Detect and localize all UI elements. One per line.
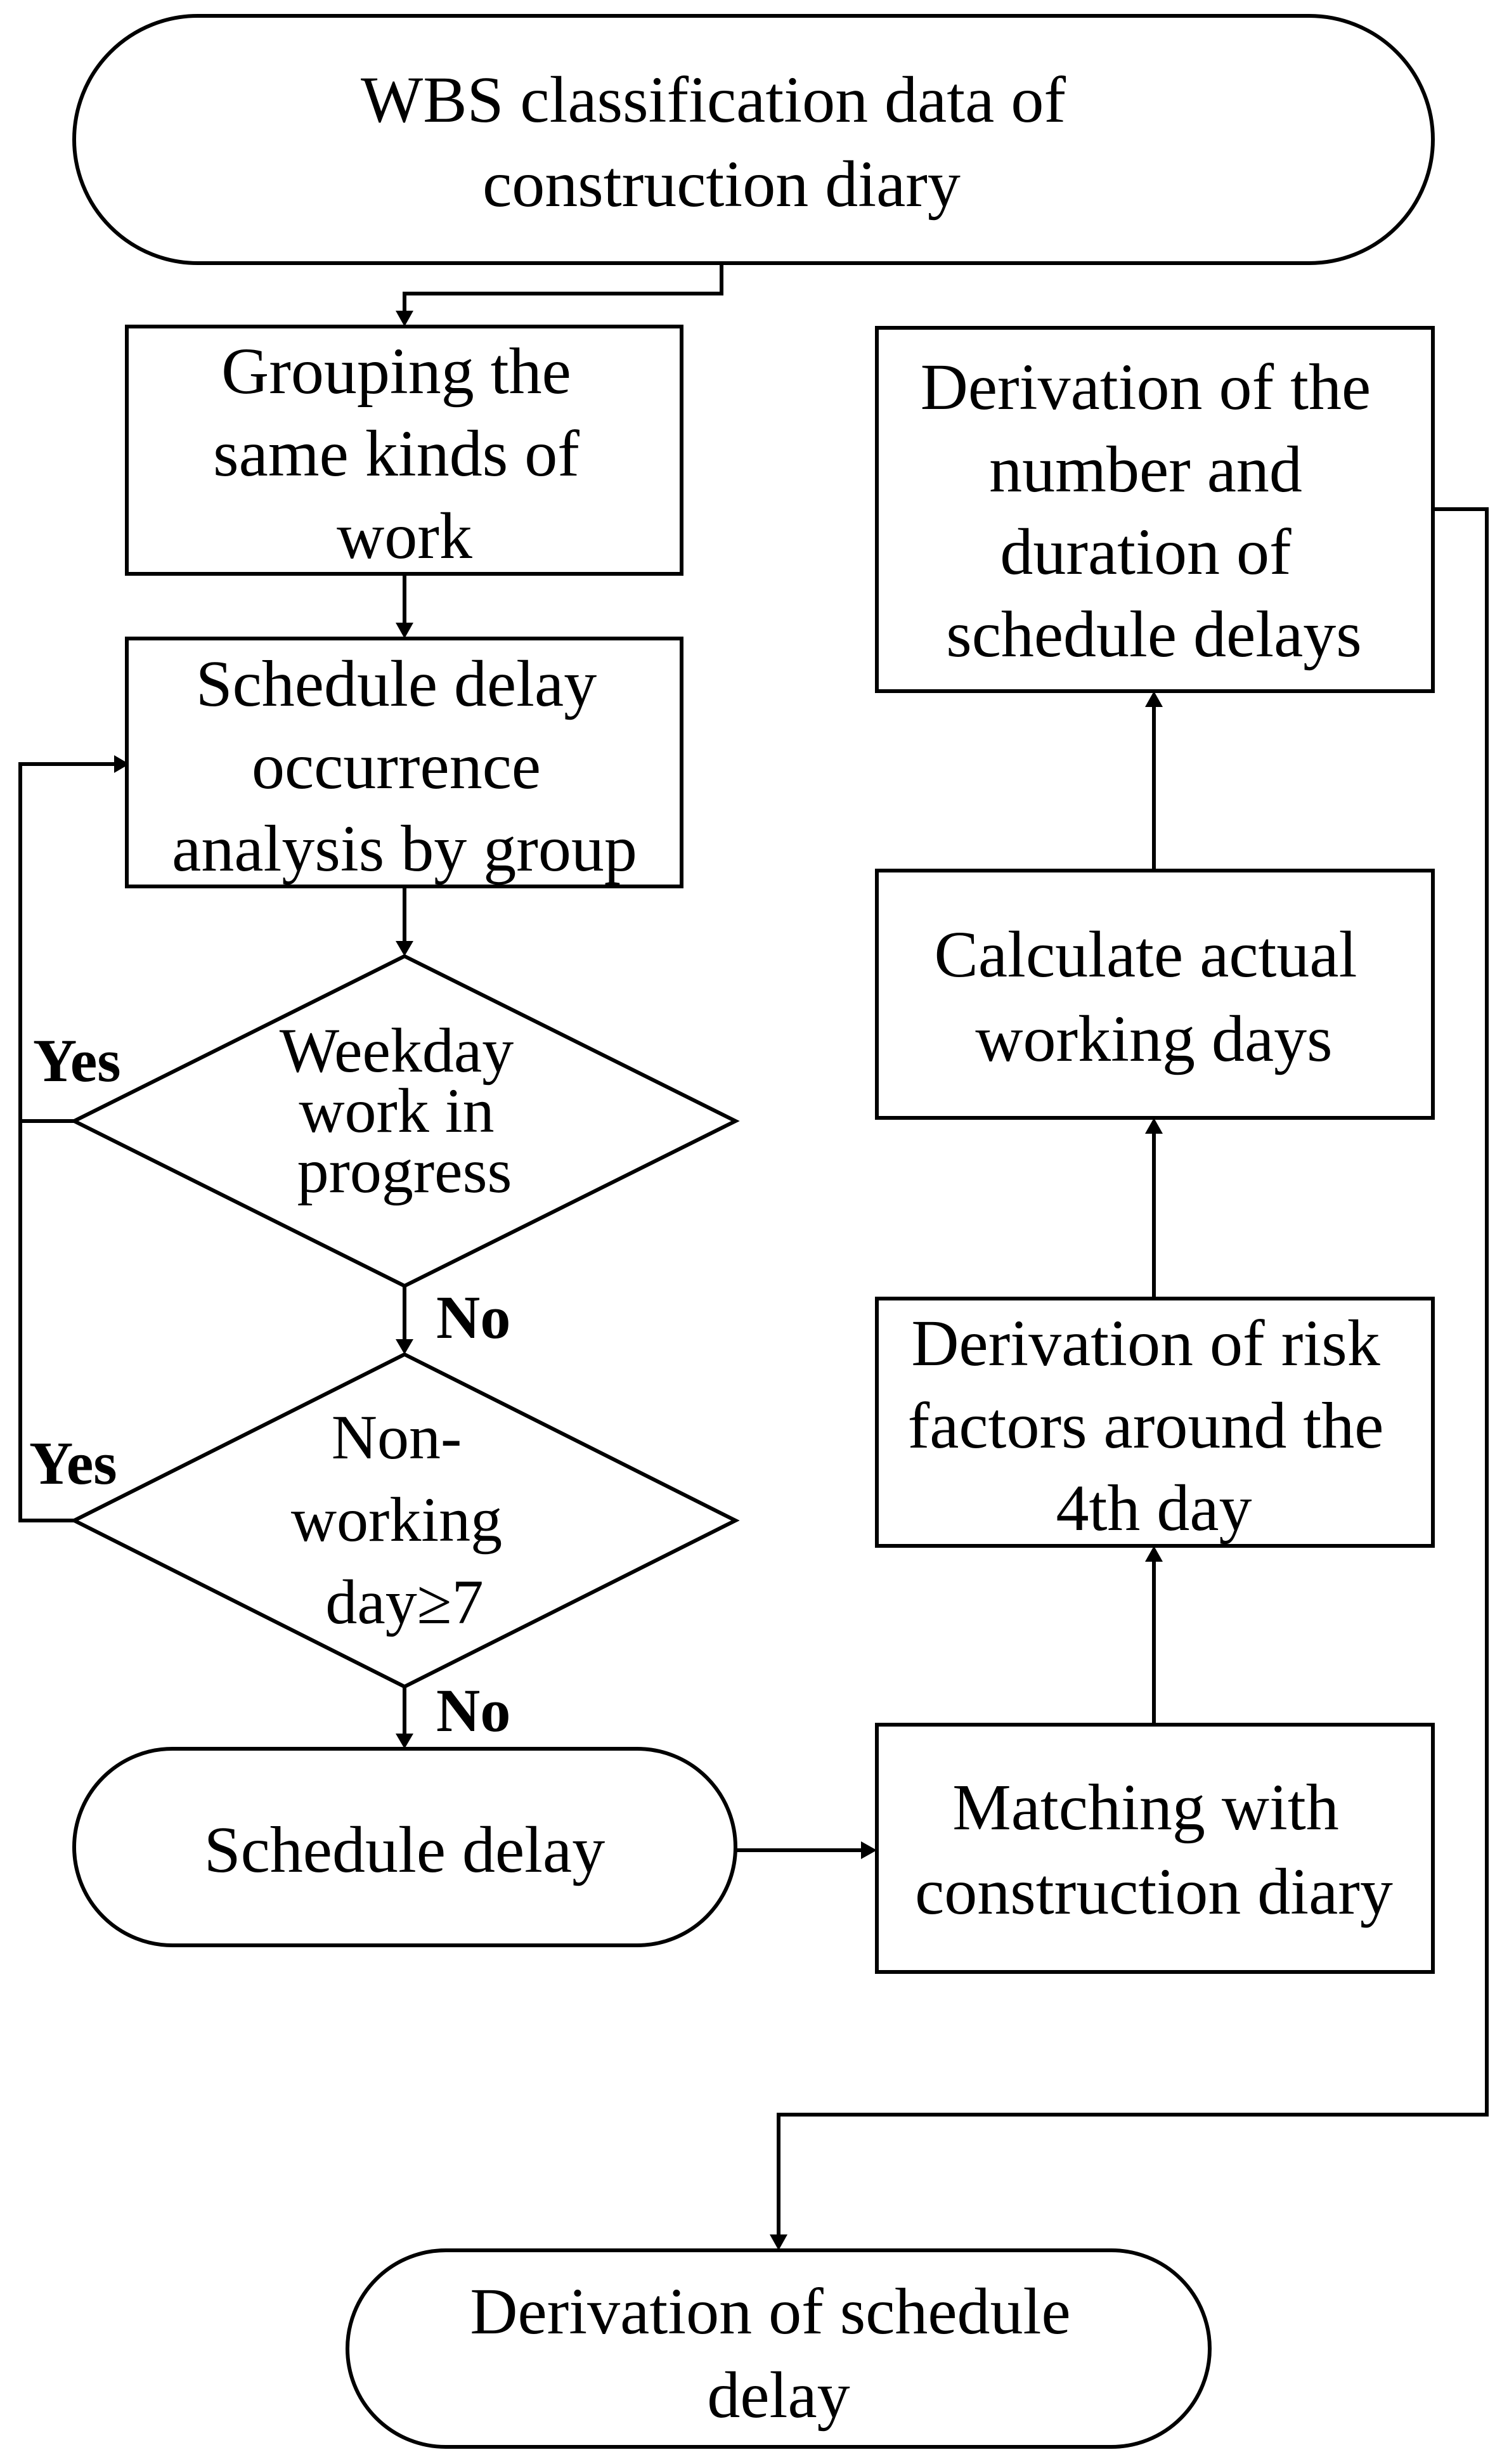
node-label: Weekday work in progress: [280, 1015, 530, 1206]
decision-diamond: [70, 954, 740, 1288]
node-label: Derivation of risk factors around the 4t…: [908, 1307, 1401, 1545]
terminal-shape: [346, 2248, 1212, 2449]
node-label-line: construction diary: [482, 148, 961, 221]
weekday-yes-label: Yes: [33, 1027, 121, 1094]
node-label: Derivation of the number and duration of…: [921, 351, 1387, 671]
process-box: [875, 1723, 1435, 1974]
node-label-line: factors around the: [908, 1389, 1384, 1462]
arrowhead: [770, 2234, 787, 2250]
node-label-line: working days: [975, 1002, 1332, 1075]
arrowhead: [396, 1339, 413, 1354]
terminal-shape: [72, 14, 1435, 265]
node-label-line: 4th day: [1056, 1472, 1252, 1545]
node-label: Non- working day≥7: [291, 1402, 518, 1637]
node-risk: Derivation of risk factors around the 4t…: [875, 1297, 1435, 1548]
node-analysis: Schedule delay occurrence analysis by gr…: [125, 637, 683, 888]
arrowhead: [396, 623, 413, 639]
node-nonworking-decision: Non- working day≥7: [70, 1352, 740, 1689]
node-calc: Calculate actual working days: [875, 869, 1435, 1120]
node-label: Calculate actual working days: [935, 918, 1374, 1075]
node-label-line: construction diary: [915, 1855, 1393, 1928]
arrowhead: [861, 1841, 877, 1859]
decision-diamond: [70, 1352, 740, 1689]
node-label-line: analysis by group: [172, 812, 637, 885]
node-label-line: delay: [707, 2359, 850, 2432]
edge-start-to-grouping: [403, 263, 723, 316]
node-label-line: Derivation of the: [921, 351, 1371, 424]
process-box: [125, 637, 683, 888]
arrowhead: [1145, 691, 1163, 707]
arrowhead: [1145, 1546, 1163, 1562]
edge-weekday-yes: [18, 762, 119, 1123]
node-label-line: Derivation of risk: [911, 1307, 1380, 1380]
node-label-line: duration of: [1000, 515, 1292, 588]
process-box: [875, 1297, 1435, 1548]
arrowhead: [396, 1734, 413, 1749]
arrowhead: [396, 311, 413, 327]
edge-nonworking-yes: [18, 1121, 74, 1522]
node-label: WBS classification data of construction …: [361, 63, 1082, 221]
node-label-line: WBS classification data of: [361, 63, 1066, 136]
node-schedule-delay: Schedule delay: [72, 1747, 737, 1947]
node-label-line: Matching with: [952, 1771, 1338, 1844]
node-label-line: number and: [989, 433, 1302, 506]
process-box: [875, 326, 1435, 693]
node-label-line: Weekday: [280, 1015, 514, 1086]
arrowhead: [114, 755, 129, 773]
node-label: Schedule delay occurrence analysis by gr…: [172, 647, 637, 885]
node-label-line: Non-: [332, 1402, 462, 1472]
node-label: Schedule delay: [204, 1813, 605, 1886]
arrowhead: [1145, 1118, 1163, 1134]
node-label-line: Calculate actual: [935, 918, 1357, 991]
edge-labels: Yes No Yes No: [29, 1027, 510, 1744]
process-box: [125, 325, 683, 576]
node-label-line: progress: [297, 1136, 512, 1206]
arrowhead: [396, 941, 413, 956]
node-end: Derivation of schedule delay: [346, 2248, 1212, 2449]
node-label: Grouping the same kinds of work: [213, 335, 596, 573]
node-label-line: work: [337, 500, 472, 573]
nonworking-no-label: No: [436, 1676, 510, 1744]
node-start: WBS classification data of construction …: [72, 14, 1435, 265]
node-grouping: Grouping the same kinds of work: [125, 325, 683, 576]
node-matching: Matching with construction diary: [875, 1723, 1435, 1974]
node-label-line: Grouping the: [221, 335, 571, 408]
node-label-line: Schedule delay: [196, 647, 597, 720]
node-label-line: schedule delays: [946, 598, 1362, 671]
node-label-line: same kinds of: [213, 417, 579, 490]
node-derivation-number: Derivation of the number and duration of…: [875, 326, 1435, 693]
process-box: [875, 869, 1435, 1120]
node-label-line: work in: [299, 1075, 494, 1146]
node-weekday-decision: Weekday work in progress: [70, 954, 740, 1288]
node-label-line: day≥7: [325, 1567, 483, 1637]
node-label: Matching with construction diary: [915, 1771, 1393, 1928]
node-label: Derivation of schedule delay: [470, 2275, 1087, 2432]
nonworking-yes-label: Yes: [29, 1429, 117, 1497]
node-label-line: working: [291, 1484, 502, 1555]
terminal-shape: [72, 1747, 737, 1947]
edge-derivation-to-end: [777, 507, 1489, 2240]
node-label-line: Derivation of schedule: [470, 2275, 1070, 2348]
node-label-line: occurrence: [252, 730, 541, 803]
node-label-line: Schedule delay: [204, 1813, 605, 1886]
connectors: [18, 263, 1489, 2250]
weekday-no-label: No: [436, 1283, 510, 1351]
